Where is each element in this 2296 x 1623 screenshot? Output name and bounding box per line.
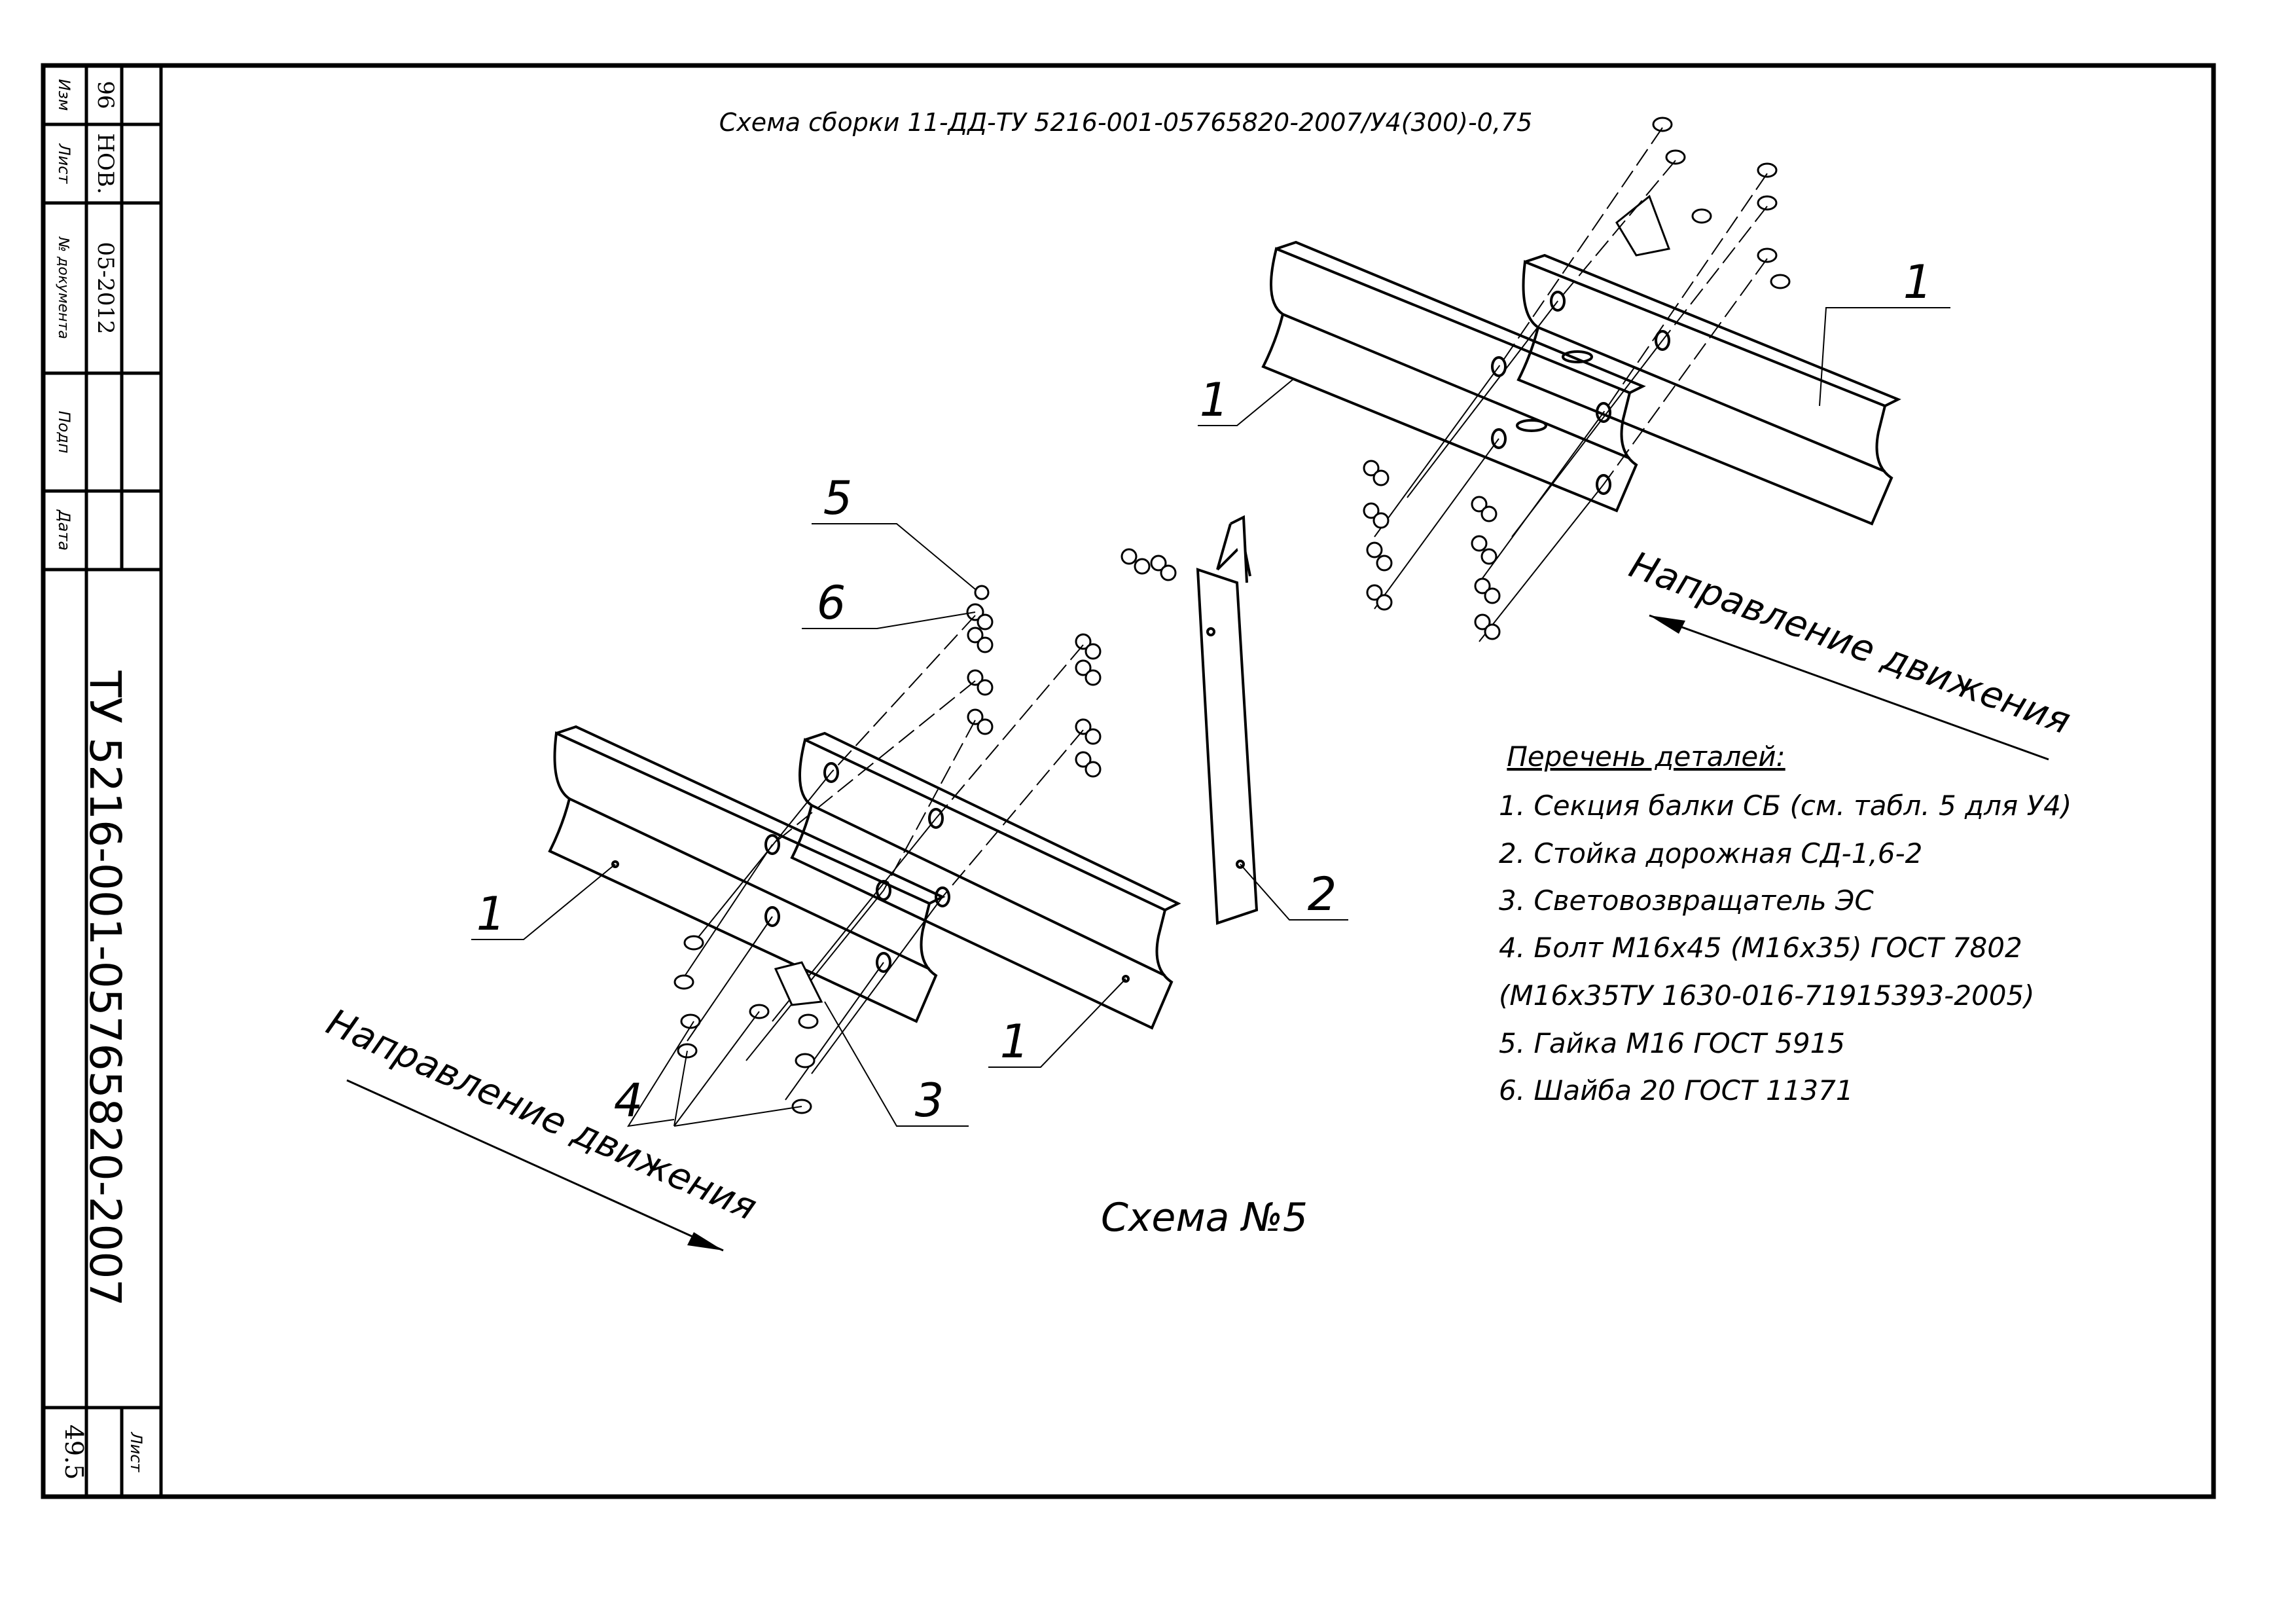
parts-list-item-2: 2. Стойка дорожная СД-1,6-2: [1499, 837, 1922, 869]
upper-beams: [1261, 240, 1901, 526]
lower-nuts: [966, 585, 1102, 778]
callout-4: 4: [614, 1074, 643, 1127]
stamp-value-05-2012: 05-2012: [92, 242, 118, 334]
parts-list: Перечень деталей: 1. Секция балки СБ (см…: [1499, 740, 2072, 1106]
callout-1-upper-left: 1: [1200, 373, 1229, 427]
drawing-frame: [41, 63, 2216, 1499]
stamp-doc-code: ТУ 5216-001-05765820-2007: [80, 670, 130, 1307]
stamp-value-nov: НОВ.: [92, 133, 118, 194]
title-stamp: [43, 65, 163, 1497]
stamp-value-96: 96: [92, 81, 118, 109]
lower-bolts: [673, 935, 823, 1114]
callout-6: 6: [817, 576, 846, 630]
parts-list-item-4-alt: (М16х35ТУ 1630-016-71915393-2005): [1499, 979, 2035, 1012]
direction-arrow-lower: Направление движения: [320, 1001, 763, 1252]
drawing-title: Схема сборки 11-ДД-ТУ 5216-001-05765820-…: [719, 108, 1533, 137]
parts-list-item-1: 1. Секция балки СБ (см. табл. 5 для У4): [1499, 790, 2072, 822]
stamp-sheet-number: 49.5: [60, 1425, 88, 1480]
stamp-label-doc-number: № документа: [55, 236, 71, 339]
stamp-label-date: Дата: [55, 509, 73, 551]
callout-leaders: [471, 307, 1950, 1127]
road-post: [1196, 515, 1259, 925]
parts-list-item-5: 5. Гайка М16 ГОСТ 5915: [1499, 1027, 1845, 1059]
callout-2: 2: [1308, 867, 1337, 921]
upper-bolt-axes: [1498, 127, 1768, 485]
lower-bolt-axes: [772, 615, 1084, 898]
direction-arrow-upper: Направление движения: [1624, 543, 2076, 761]
stamp-label-signature: Подп: [55, 410, 73, 453]
callout-3: 3: [915, 1074, 944, 1127]
callout-1-upper-right: 1: [1903, 255, 1933, 309]
parts-list-heading: Перечень деталей:: [1507, 740, 1785, 773]
lower-beams: [548, 725, 1181, 1030]
upper-nuts: [1363, 460, 1501, 640]
stamp-label-izm: Изм: [55, 79, 73, 111]
direction-label-upper: Направление движения: [1624, 543, 2075, 742]
upper-bolts: [1615, 117, 1791, 289]
callout-5: 5: [823, 471, 853, 525]
callout-1-lower-right: 1: [1000, 1015, 1030, 1068]
lower-axis-lines: [680, 772, 943, 1101]
parts-list-item-4: 4. Болт М16х45 (М16х35) ГОСТ 7802: [1499, 932, 2022, 964]
parts-list-item-3: 3. Световозвращатель ЭС: [1499, 884, 1874, 917]
scheme-label: Схема №5: [1101, 1195, 1308, 1241]
parts-list-item-6: 6. Шайба 20 ГОСТ 11371: [1499, 1074, 1854, 1106]
post-nuts: [1121, 548, 1177, 581]
stamp-label-list: Лист: [55, 143, 73, 185]
stamp-sheet-label: Лист: [127, 1432, 145, 1473]
direction-label-lower: Направление движения: [320, 1001, 762, 1230]
upper-axis-lines: [1374, 301, 1663, 642]
callout-1-lower-left: 1: [476, 887, 506, 941]
